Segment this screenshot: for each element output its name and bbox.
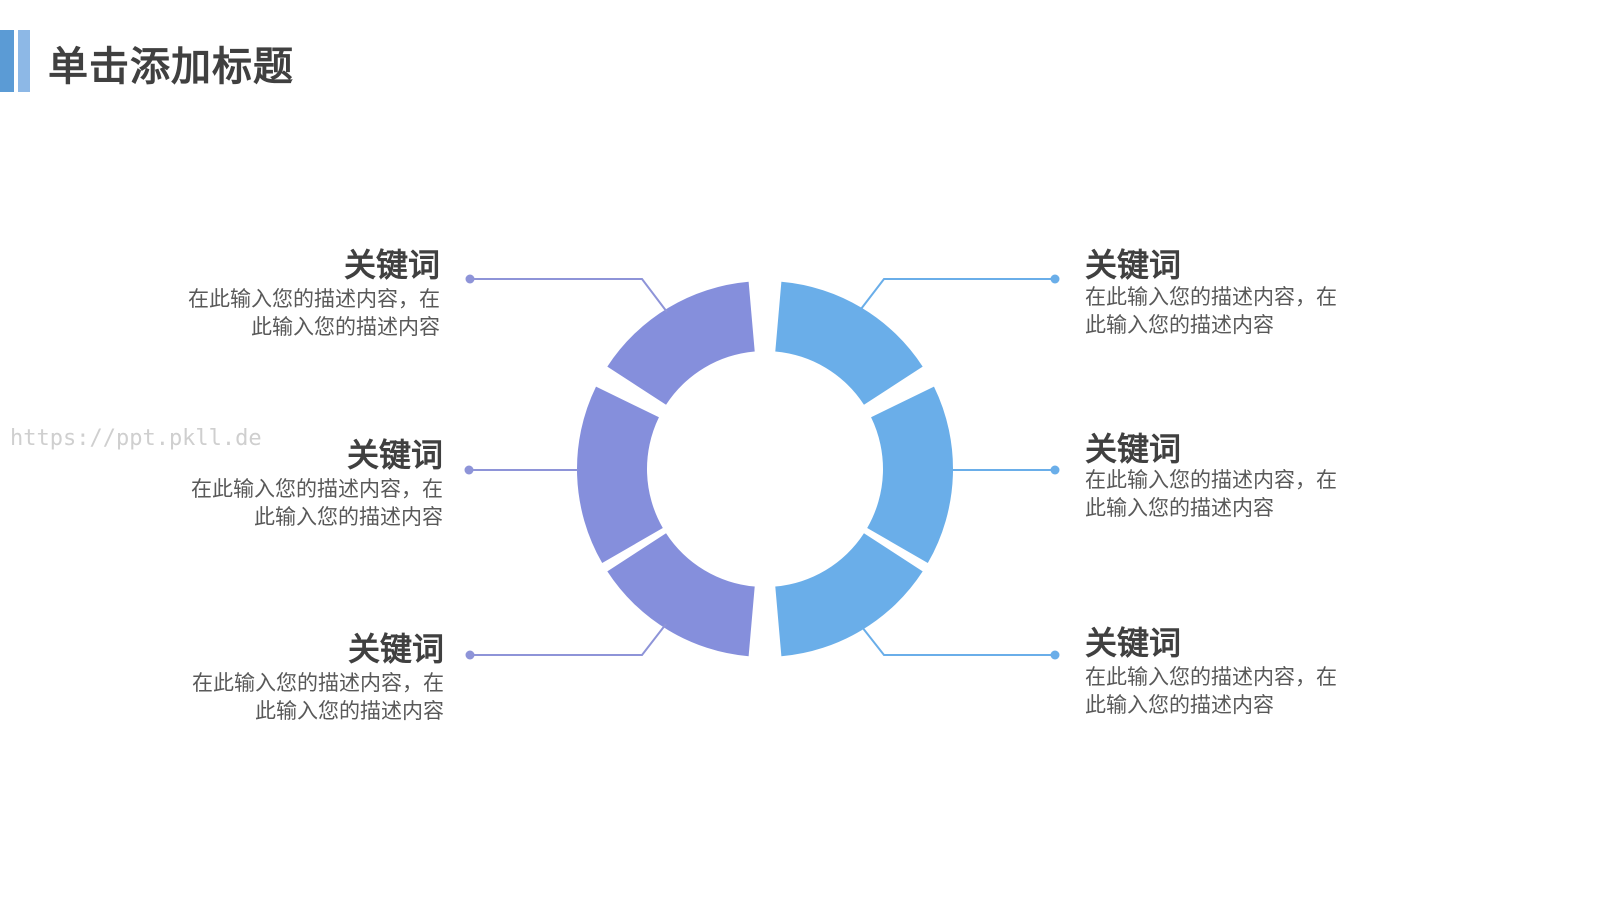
segment-bottom-right[interactable] [775,533,923,657]
description-line: 在此输入您的描述内容，在 [191,477,443,501]
description-line: 在此输入您的描述内容，在 [1085,285,1337,309]
segment-top-right[interactable] [775,281,923,405]
title-accent-bar-secondary [18,30,30,92]
keyword-middle-right[interactable]: 关键词 [1085,430,1182,468]
description-middle-left[interactable]: 在此输入您的描述内容，在 此输入您的描述内容 [143,475,443,531]
keyword-top-right[interactable]: 关键词 [1085,246,1182,284]
description-line: 此输入您的描述内容 [251,315,440,339]
description-top-left[interactable]: 在此输入您的描述内容，在 此输入您的描述内容 [140,285,440,341]
connector-bottom-left-dot [465,650,475,660]
description-bottom-right[interactable]: 在此输入您的描述内容，在 此输入您的描述内容 [1085,663,1385,719]
connector-bottom-right-dot [1050,650,1060,660]
keyword-bottom-right[interactable]: 关键词 [1085,624,1182,662]
description-line: 此输入您的描述内容 [254,505,443,529]
description-top-right[interactable]: 在此输入您的描述内容，在 此输入您的描述内容 [1085,283,1385,339]
description-line: 此输入您的描述内容 [1085,496,1274,520]
connector-top-left [470,278,668,313]
segment-middle-left[interactable] [577,386,663,563]
watermark: https://ppt.pkll.de [10,426,262,451]
connector-top-right [860,278,1055,310]
connector-top-left-dot [465,274,475,284]
connector-bottom-right [861,626,1055,656]
description-line: 在此输入您的描述内容，在 [1085,665,1337,689]
segment-bottom-left[interactable] [607,533,755,657]
description-line: 此输入您的描述内容 [1085,693,1274,717]
description-line: 在此输入您的描述内容，在 [188,287,440,311]
description-line: 此输入您的描述内容 [1085,313,1274,337]
keyword-middle-left[interactable]: 关键词 [346,436,443,474]
keyword-top-left[interactable]: 关键词 [343,246,440,284]
connector-middle-right-dot [1050,465,1060,475]
segment-middle-right[interactable] [867,386,954,563]
segment-top-left[interactable] [607,281,755,405]
connector-top-right-dot [1050,274,1060,284]
page-title[interactable]: 单击添加标题 [48,44,294,90]
description-bottom-left[interactable]: 在此输入您的描述内容，在 此输入您的描述内容 [144,669,444,725]
description-middle-right[interactable]: 在此输入您的描述内容，在 此输入您的描述内容 [1085,466,1385,522]
title-accent-bar [0,30,14,92]
connector-middle-left-dot [464,465,474,475]
description-line: 此输入您的描述内容 [255,699,444,723]
connector-bottom-left [470,623,667,656]
description-line: 在此输入您的描述内容，在 [192,671,444,695]
keyword-bottom-left[interactable]: 关键词 [347,630,444,668]
description-line: 在此输入您的描述内容，在 [1085,468,1337,492]
